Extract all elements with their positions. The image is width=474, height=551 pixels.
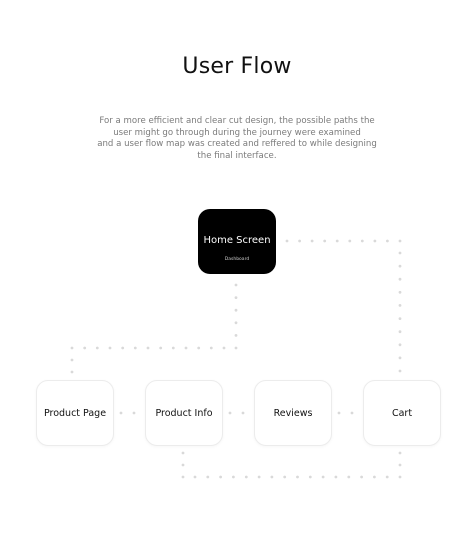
description: For a more efficient and clear cut desig…: [80, 116, 394, 162]
node-home-screen-sublabel: Dashboard: [224, 257, 250, 262]
connector-home-cart-dot: [348, 239, 352, 243]
connector-info-cart-bottom-dot: [347, 475, 351, 479]
connector-info-cart-bottom-dot: [296, 475, 299, 479]
connector-home-product-page-dot: [70, 358, 74, 362]
connector-home-cart-dot: [398, 356, 402, 360]
connector-home-product-page-dot: [146, 346, 150, 350]
connector-home-cart-dot: [398, 251, 402, 255]
connector-info-cart-bottom-dot: [257, 475, 261, 479]
description-line: user might go through during the journey…: [113, 127, 361, 138]
description-line: the final interface.: [197, 150, 277, 161]
connector-home-cart-dot: [298, 239, 301, 243]
connector-home-product-page-dot: [234, 321, 238, 325]
connector-home-product-page-dot: [234, 334, 238, 337]
connector-home-product-page-dot: [209, 346, 213, 350]
connector-info-cart-bottom-dot: [206, 475, 210, 479]
connector-home-product-page-dot: [108, 346, 112, 350]
connector-home-cart-dot: [398, 317, 402, 320]
node-cart-label: Cart: [391, 407, 413, 419]
connector-info-cart-bottom-dot: [270, 475, 274, 479]
connector-info-cart-bottom-dot: [181, 463, 185, 467]
connector-home-product-page-dot: [234, 308, 238, 312]
connector-home-product-page-dot: [70, 370, 74, 374]
node-product-page: Product Page: [36, 380, 114, 446]
connector-product-page-info-dot: [132, 411, 136, 415]
connector-home-cart-dot: [398, 343, 402, 347]
connector-info-cart-bottom-dot: [398, 475, 402, 479]
node-home-screen: Home Screen Dashboard: [198, 209, 276, 274]
connector-info-cart-bottom-dot: [334, 475, 338, 479]
connector-home-cart-dot: [398, 239, 402, 243]
connector-info-cart-bottom-dot: [360, 475, 363, 479]
connector-home-product-page-dot: [159, 346, 163, 350]
connector-home-product-page-dot: [184, 346, 188, 350]
connector-info-cart-bottom-dot: [181, 475, 185, 479]
connector-home-cart-dot: [373, 239, 377, 243]
connector-home-cart-dot: [386, 239, 389, 243]
connector-home-product-page-dot: [171, 346, 175, 350]
connector-product-page-info-dot: [119, 411, 123, 415]
connector-info-cart-bottom-dot: [398, 451, 402, 455]
connector-info-cart-bottom-dot: [181, 451, 185, 455]
connector-home-product-page-dot: [234, 346, 238, 350]
connector-home-cart-dot: [323, 239, 327, 243]
connector-home-cart-dot: [360, 239, 364, 243]
node-reviews-label: Reviews: [273, 407, 313, 419]
connector-home-cart-dot: [398, 369, 402, 373]
connector-home-product-page-dot: [197, 346, 201, 350]
connector-product-info-reviews-dot: [241, 411, 245, 415]
connector-home-cart-dot: [398, 290, 402, 294]
connector-info-cart-bottom-dot: [193, 475, 197, 479]
node-cart: Cart: [363, 380, 441, 446]
node-product-info: Product Info: [145, 380, 223, 446]
connector-home-product-page-dot: [70, 346, 74, 350]
page-title: User Flow: [182, 54, 292, 79]
connector-home-product-page-dot: [234, 283, 238, 287]
description-line: For a more efficient and clear cut desig…: [99, 116, 375, 126]
connector-home-product-page-dot: [121, 346, 125, 350]
connector-info-cart-bottom-dot: [398, 463, 402, 467]
node-home-screen-label: Home Screen: [203, 235, 271, 246]
connector-info-cart-bottom-dot: [373, 475, 376, 479]
connector-home-cart-dot: [285, 239, 289, 243]
connector-home-cart-dot: [335, 239, 339, 243]
connector-info-cart-bottom-dot: [321, 475, 325, 479]
connector-reviews-cart-dot: [350, 411, 354, 415]
connector-product-info-reviews-dot: [228, 411, 232, 415]
connector-home-cart-dot: [398, 277, 402, 281]
connector-home-cart-dot: [398, 264, 402, 268]
connector-info-cart-bottom-dot: [308, 475, 312, 479]
connector-info-cart-bottom-dot: [219, 475, 223, 479]
connector-info-cart-bottom-dot: [232, 475, 235, 479]
connector-home-cart-dot: [310, 239, 314, 243]
connector-reviews-cart-dot: [337, 411, 341, 415]
connector-home-product-page-dot: [133, 346, 137, 350]
connector-home-cart-dot: [398, 304, 402, 307]
connector-home-product-page-dot: [222, 346, 226, 350]
connector-home-product-page-dot: [83, 346, 87, 350]
node-product-page-label: Product Page: [43, 407, 107, 419]
connector-home-cart-dot: [398, 330, 402, 334]
node-product-info-label: Product Info: [155, 407, 213, 419]
connector-home-product-page-dot: [95, 346, 99, 350]
description-line: and a user flow map was created and reff…: [97, 139, 377, 149]
connector-info-cart-bottom-dot: [385, 475, 389, 479]
connector-info-cart-bottom-dot: [244, 475, 248, 479]
node-reviews: Reviews: [254, 380, 332, 446]
connector-home-product-page-dot: [234, 296, 238, 299]
connector-info-cart-bottom-dot: [283, 475, 287, 479]
